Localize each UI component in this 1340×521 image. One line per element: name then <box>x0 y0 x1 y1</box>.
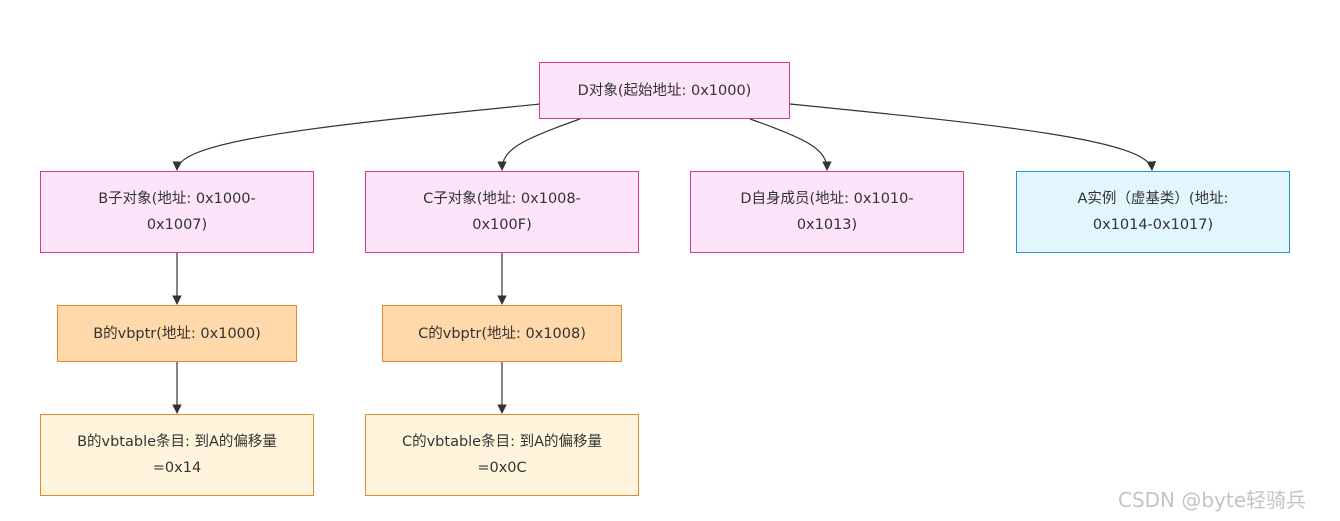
node-d-object: D对象(起始地址: 0x1000) <box>539 62 790 119</box>
edge-d-to-d-self <box>749 118 832 171</box>
node-b-subobject: B子对象(地址: 0x1000-0x1007) <box>40 171 314 253</box>
node-a-virtual-base: A实例（虚基类）(地址: 0x1014-0x1017) <box>1016 171 1290 253</box>
node-c-subobject-label: C子对象(地址: 0x1008-0x100F) <box>423 191 581 233</box>
node-d-self-members-label: D自身成员(地址: 0x1010-0x1013) <box>740 191 914 233</box>
node-d-object-label: D对象(起始地址: 0x1000) <box>577 82 752 99</box>
node-b-subobject-label: B子对象(地址: 0x1000-0x1007) <box>98 191 256 233</box>
node-b-vbptr: B的vbptr(地址: 0x1000) <box>57 305 297 362</box>
node-c-vbptr: C的vbptr(地址: 0x1008) <box>382 305 622 362</box>
edge-d-to-c <box>497 118 581 171</box>
node-c-vbtable: C的vbtable条目: 到A的偏移量=0x0C <box>365 414 639 496</box>
node-c-subobject: C子对象(地址: 0x1008-0x100F) <box>365 171 639 253</box>
node-c-vbtable-label: C的vbtable条目: 到A的偏移量=0x0C <box>401 434 603 476</box>
node-c-vbptr-label: C的vbptr(地址: 0x1008) <box>418 325 586 342</box>
node-b-vbptr-label: B的vbptr(地址: 0x1000) <box>93 325 261 342</box>
node-d-self-members: D自身成员(地址: 0x1010-0x1013) <box>690 171 964 253</box>
node-b-vbtable-label: B的vbtable条目: 到A的偏移量=0x14 <box>77 434 277 476</box>
node-a-virtual-base-label: A实例（虚基类）(地址: 0x1014-0x1017) <box>1077 191 1229 233</box>
node-b-vbtable: B的vbtable条目: 到A的偏移量=0x14 <box>40 414 314 496</box>
edge-d-to-b <box>172 103 541 171</box>
watermark: CSDN @byte轻骑兵 <box>1118 488 1307 512</box>
edge-d-to-a <box>789 103 1157 171</box>
